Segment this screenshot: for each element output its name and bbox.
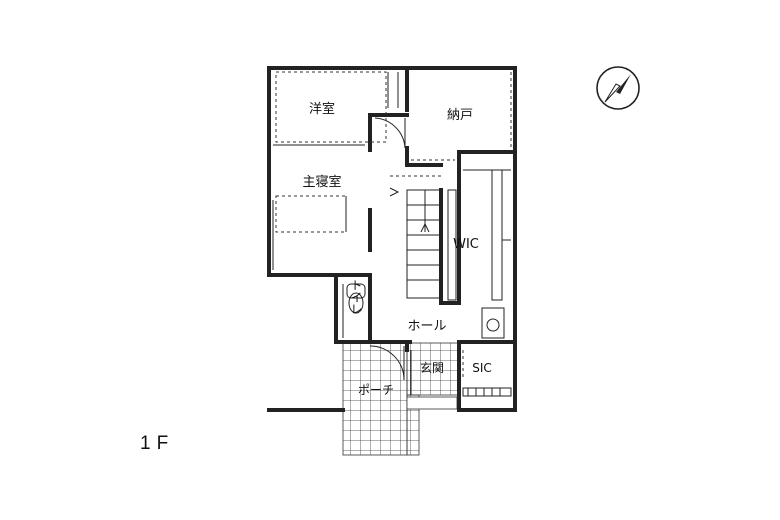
room-label-toilet: トイレ bbox=[349, 279, 363, 315]
room-label-wic: WIC bbox=[453, 237, 479, 252]
room-label-porch: ポーチ bbox=[358, 383, 394, 397]
fixtures bbox=[272, 71, 512, 397]
porch-tiles bbox=[342, 342, 460, 456]
room-label-shushinshitsu: 主寝室 bbox=[302, 174, 341, 190]
room-label-nando: 納戸 bbox=[447, 108, 473, 123]
room-label-yoshitsu: 洋室 bbox=[309, 101, 335, 117]
exterior-walls bbox=[267, 66, 517, 412]
floor-label: 1F bbox=[140, 433, 174, 454]
room-label-sic: SIC bbox=[472, 361, 492, 375]
room-label-hall: ホール bbox=[407, 319, 446, 334]
compass-icon bbox=[596, 66, 640, 110]
room-label-genkan: 玄関 bbox=[420, 360, 444, 375]
